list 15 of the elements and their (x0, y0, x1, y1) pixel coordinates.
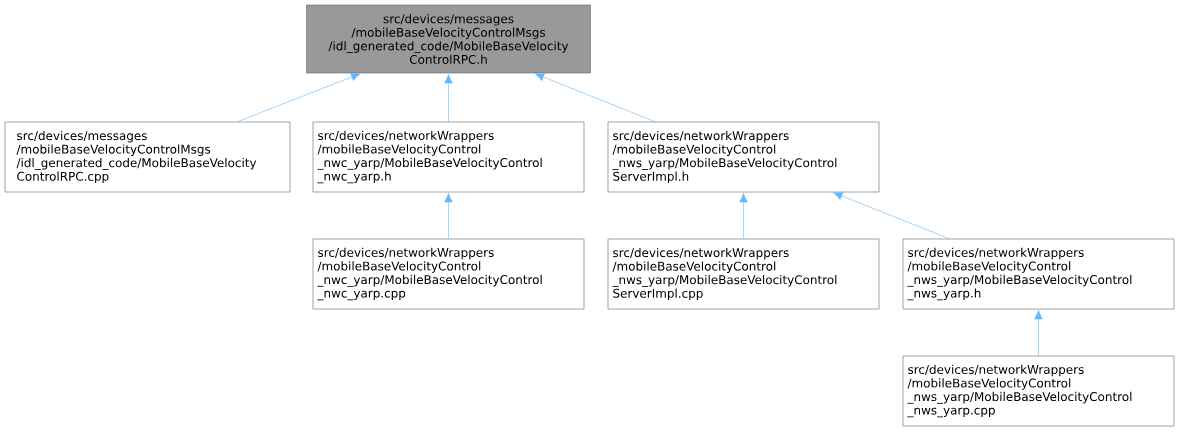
arrow (444, 193, 453, 239)
file-box: src/devices/networkWrappers /mobileBaseVelocityControl _nwc_yarp/MobileBaseVelocityControl _nwc_yarp.cpp (312, 238, 585, 310)
file-box: src/devices/messages /mobileBaseVelocityControlMsgs /idl_generated_code/MobileBaseVelocity ControlRPC.h (306, 4, 591, 74)
arrow (444, 74, 453, 122)
arrow (833, 191, 950, 239)
file-box: src/devices/networkWrappers /mobileBaseVelocityControl _nws_yarp/MobileBaseVelocityControl ServerImpl.h (607, 121, 880, 193)
arrow (534, 72, 656, 122)
file-box: src/devices/networkWrappers /mobileBaseVelocityControl _nws_yarp/MobileBaseVelocityControl _nws_yarp.h (902, 238, 1175, 310)
file-box: src/devices/messages /mobileBaseVelocityControlMsgs /idl_generated_code/MobileBaseVelocity ControlRPC.cpp (4, 121, 291, 193)
arrow (237, 72, 361, 122)
arrow (739, 193, 748, 239)
file-box: src/devices/networkWrappers /mobileBaseVelocityControl _nws_yarp/MobileBaseVelocityControl ServerImpl.cpp (607, 238, 880, 310)
file-box: src/devices/networkWrappers /mobileBaseVelocityControl _nwc_yarp/MobileBaseVelocityControl _nwc_yarp.h (312, 121, 585, 193)
arrow (1034, 310, 1043, 356)
file-box: src/devices/networkWrappers /mobileBaseVelocityControl _nws_yarp/MobileBaseVelocityControl _nws_yarp.cpp (902, 355, 1175, 427)
